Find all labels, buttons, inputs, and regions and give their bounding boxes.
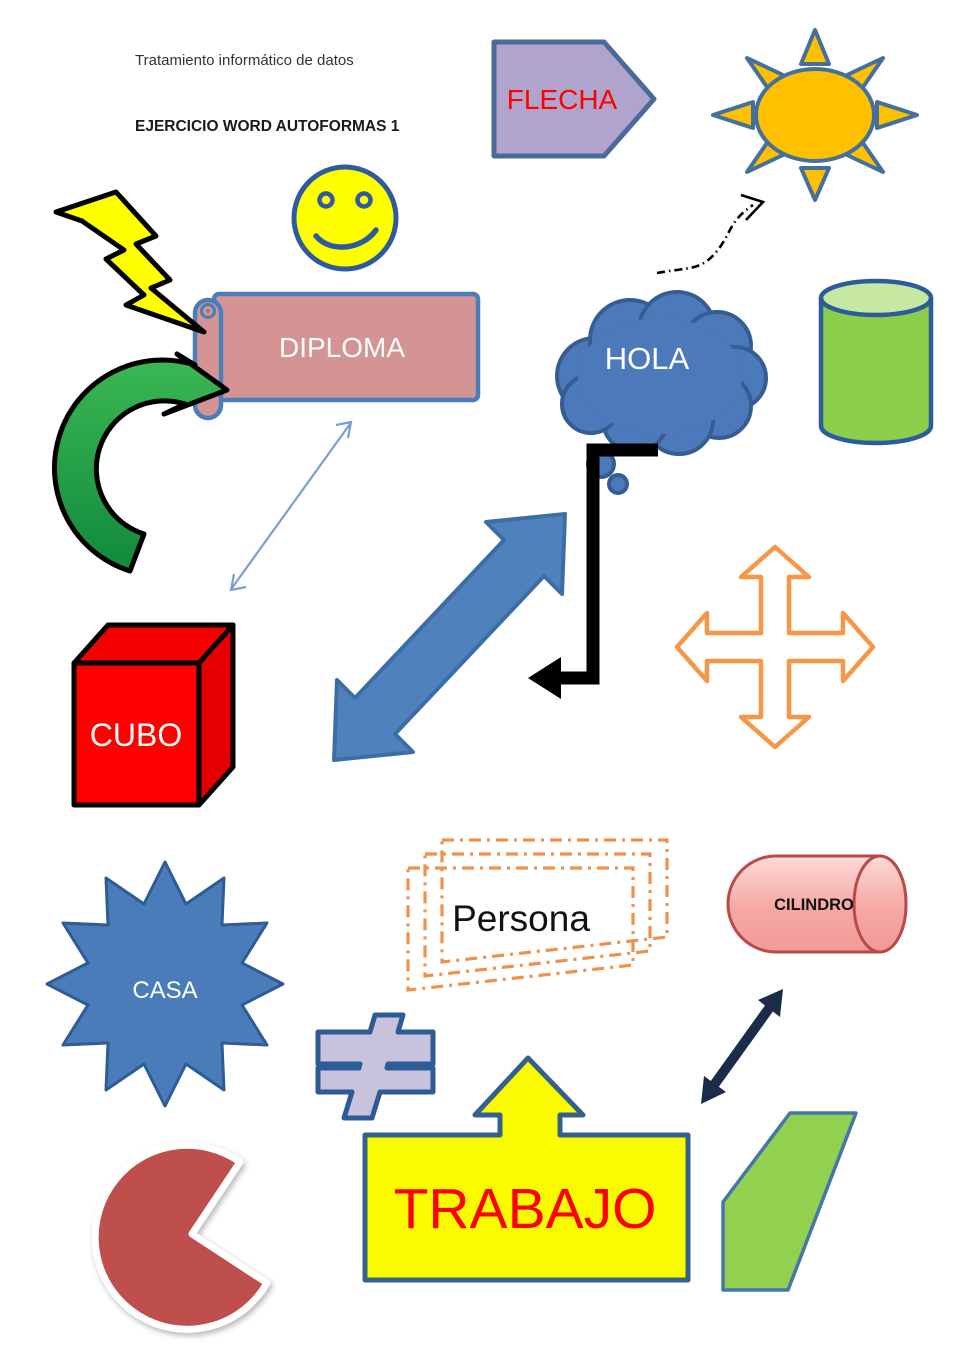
navy-double-arrow[interactable]	[680, 972, 806, 1124]
exercise-title-text: EJERCICIO WORD AUTOFORMAS 1	[135, 118, 400, 135]
big-double-arrow-shape[interactable]	[322, 502, 584, 778]
scroll-shape[interactable]: DIPLOMA	[190, 278, 492, 430]
flecha-label: FLECHA	[507, 84, 618, 115]
trabajo-arrow-callout[interactable]: TRABAJO	[362, 1050, 698, 1290]
document-subject-text: Tratamiento informático de datos	[135, 52, 354, 69]
cylinder-vertical-shape[interactable]	[816, 276, 940, 452]
quad-arrow-shape[interactable]	[674, 542, 881, 758]
cube-shape[interactable]: CUBO	[68, 615, 240, 813]
parallelogram-shape[interactable]	[715, 1105, 867, 1301]
cylinder-horizontal-shape[interactable]: CILINDRO	[722, 852, 936, 960]
not-equal-shape[interactable]	[310, 1008, 446, 1128]
curved-arrow-shape[interactable]	[51, 351, 230, 600]
pentagon-arrow-shape[interactable]: FLECHA	[490, 38, 660, 162]
sun-shape[interactable]	[705, 28, 921, 208]
pie-pacman-shape[interactable]	[91, 1132, 298, 1333]
casa-label: CASA	[132, 977, 197, 1004]
cloud-shape[interactable]: HOLA	[535, 278, 771, 506]
dashed-curve-arrow[interactable]	[645, 175, 785, 283]
smiley-face-shape[interactable]	[288, 162, 404, 276]
cubo-label: CUBO	[90, 717, 182, 753]
persona-label: Persona	[452, 898, 590, 939]
trabajo-label: TRABAJO	[394, 1177, 657, 1241]
elbow-arrow-connector[interactable]	[515, 438, 673, 703]
thin-double-arrow[interactable]	[210, 412, 366, 604]
star-12-point-shape[interactable]: CASA	[45, 860, 287, 1112]
lightning-bolt-shape[interactable]	[52, 186, 214, 340]
hola-label: HOLA	[605, 341, 690, 376]
cilindro-label: CILINDRO	[774, 896, 854, 914]
persona-card-stack[interactable]: Persona	[400, 825, 695, 1015]
diploma-label: DIPLOMA	[279, 332, 405, 363]
